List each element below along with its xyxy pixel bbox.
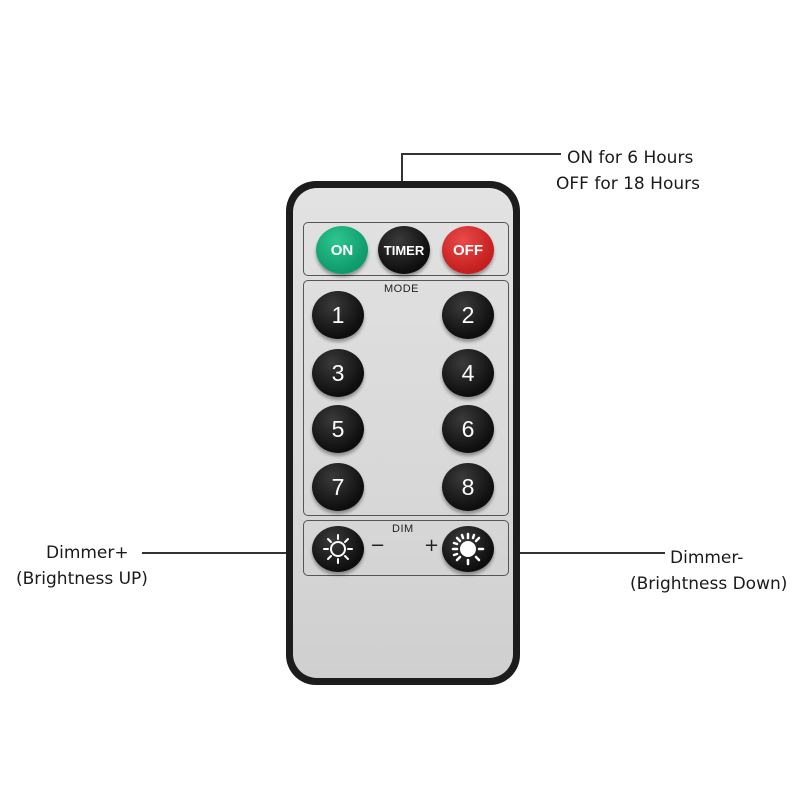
sun-outline-icon — [323, 534, 353, 564]
minus-sign: − — [370, 535, 386, 556]
dimmer-minus-button[interactable] — [442, 526, 494, 572]
mode-1-button[interactable]: 1 — [312, 291, 364, 339]
mode-panel: MODE 1 2 3 4 5 6 7 8 — [303, 280, 509, 516]
timer-callout-line1: ON for 6 Hours — [567, 148, 694, 168]
mode-3-button[interactable]: 3 — [312, 349, 364, 397]
power-panel: ON TIMER OFF — [303, 222, 509, 276]
plus-sign: + — [424, 535, 440, 556]
sun-filled-icon — [451, 532, 485, 566]
dimmer-minus-callout-line — [505, 552, 665, 554]
mode-8-button[interactable]: 8 — [442, 463, 494, 511]
mode-7-button[interactable]: 7 — [312, 463, 364, 511]
mode-6-button[interactable]: 6 — [442, 405, 494, 453]
dimmer-plus-callout-line2: (Brightness UP) — [16, 569, 148, 589]
dimmer-plus-callout-line — [142, 552, 292, 554]
remote-face: ON TIMER OFF MODE 1 2 3 4 5 6 7 8 DIM — [293, 188, 513, 678]
dim-label: DIM — [392, 523, 414, 535]
dim-panel: DIM − + — [303, 520, 509, 576]
remote-control: ON TIMER OFF MODE 1 2 3 4 5 6 7 8 DIM — [286, 181, 520, 685]
dimmer-minus-callout-line1: Dimmer- — [670, 548, 744, 568]
mode-label: MODE — [384, 283, 419, 295]
mode-2-button[interactable]: 2 — [442, 291, 494, 339]
timer-callout-line2: OFF for 18 Hours — [556, 174, 700, 194]
timer-callout-line-horizontal — [401, 153, 561, 155]
dimmer-minus-callout-line2: (Brightness Down) — [630, 574, 788, 594]
mode-5-button[interactable]: 5 — [312, 405, 364, 453]
off-button[interactable]: OFF — [442, 226, 494, 274]
dimmer-plus-button[interactable] — [312, 526, 364, 572]
on-button[interactable]: ON — [316, 226, 368, 274]
mode-4-button[interactable]: 4 — [442, 349, 494, 397]
dimmer-plus-callout-line1: Dimmer+ — [46, 543, 129, 563]
timer-button[interactable]: TIMER — [378, 226, 430, 274]
